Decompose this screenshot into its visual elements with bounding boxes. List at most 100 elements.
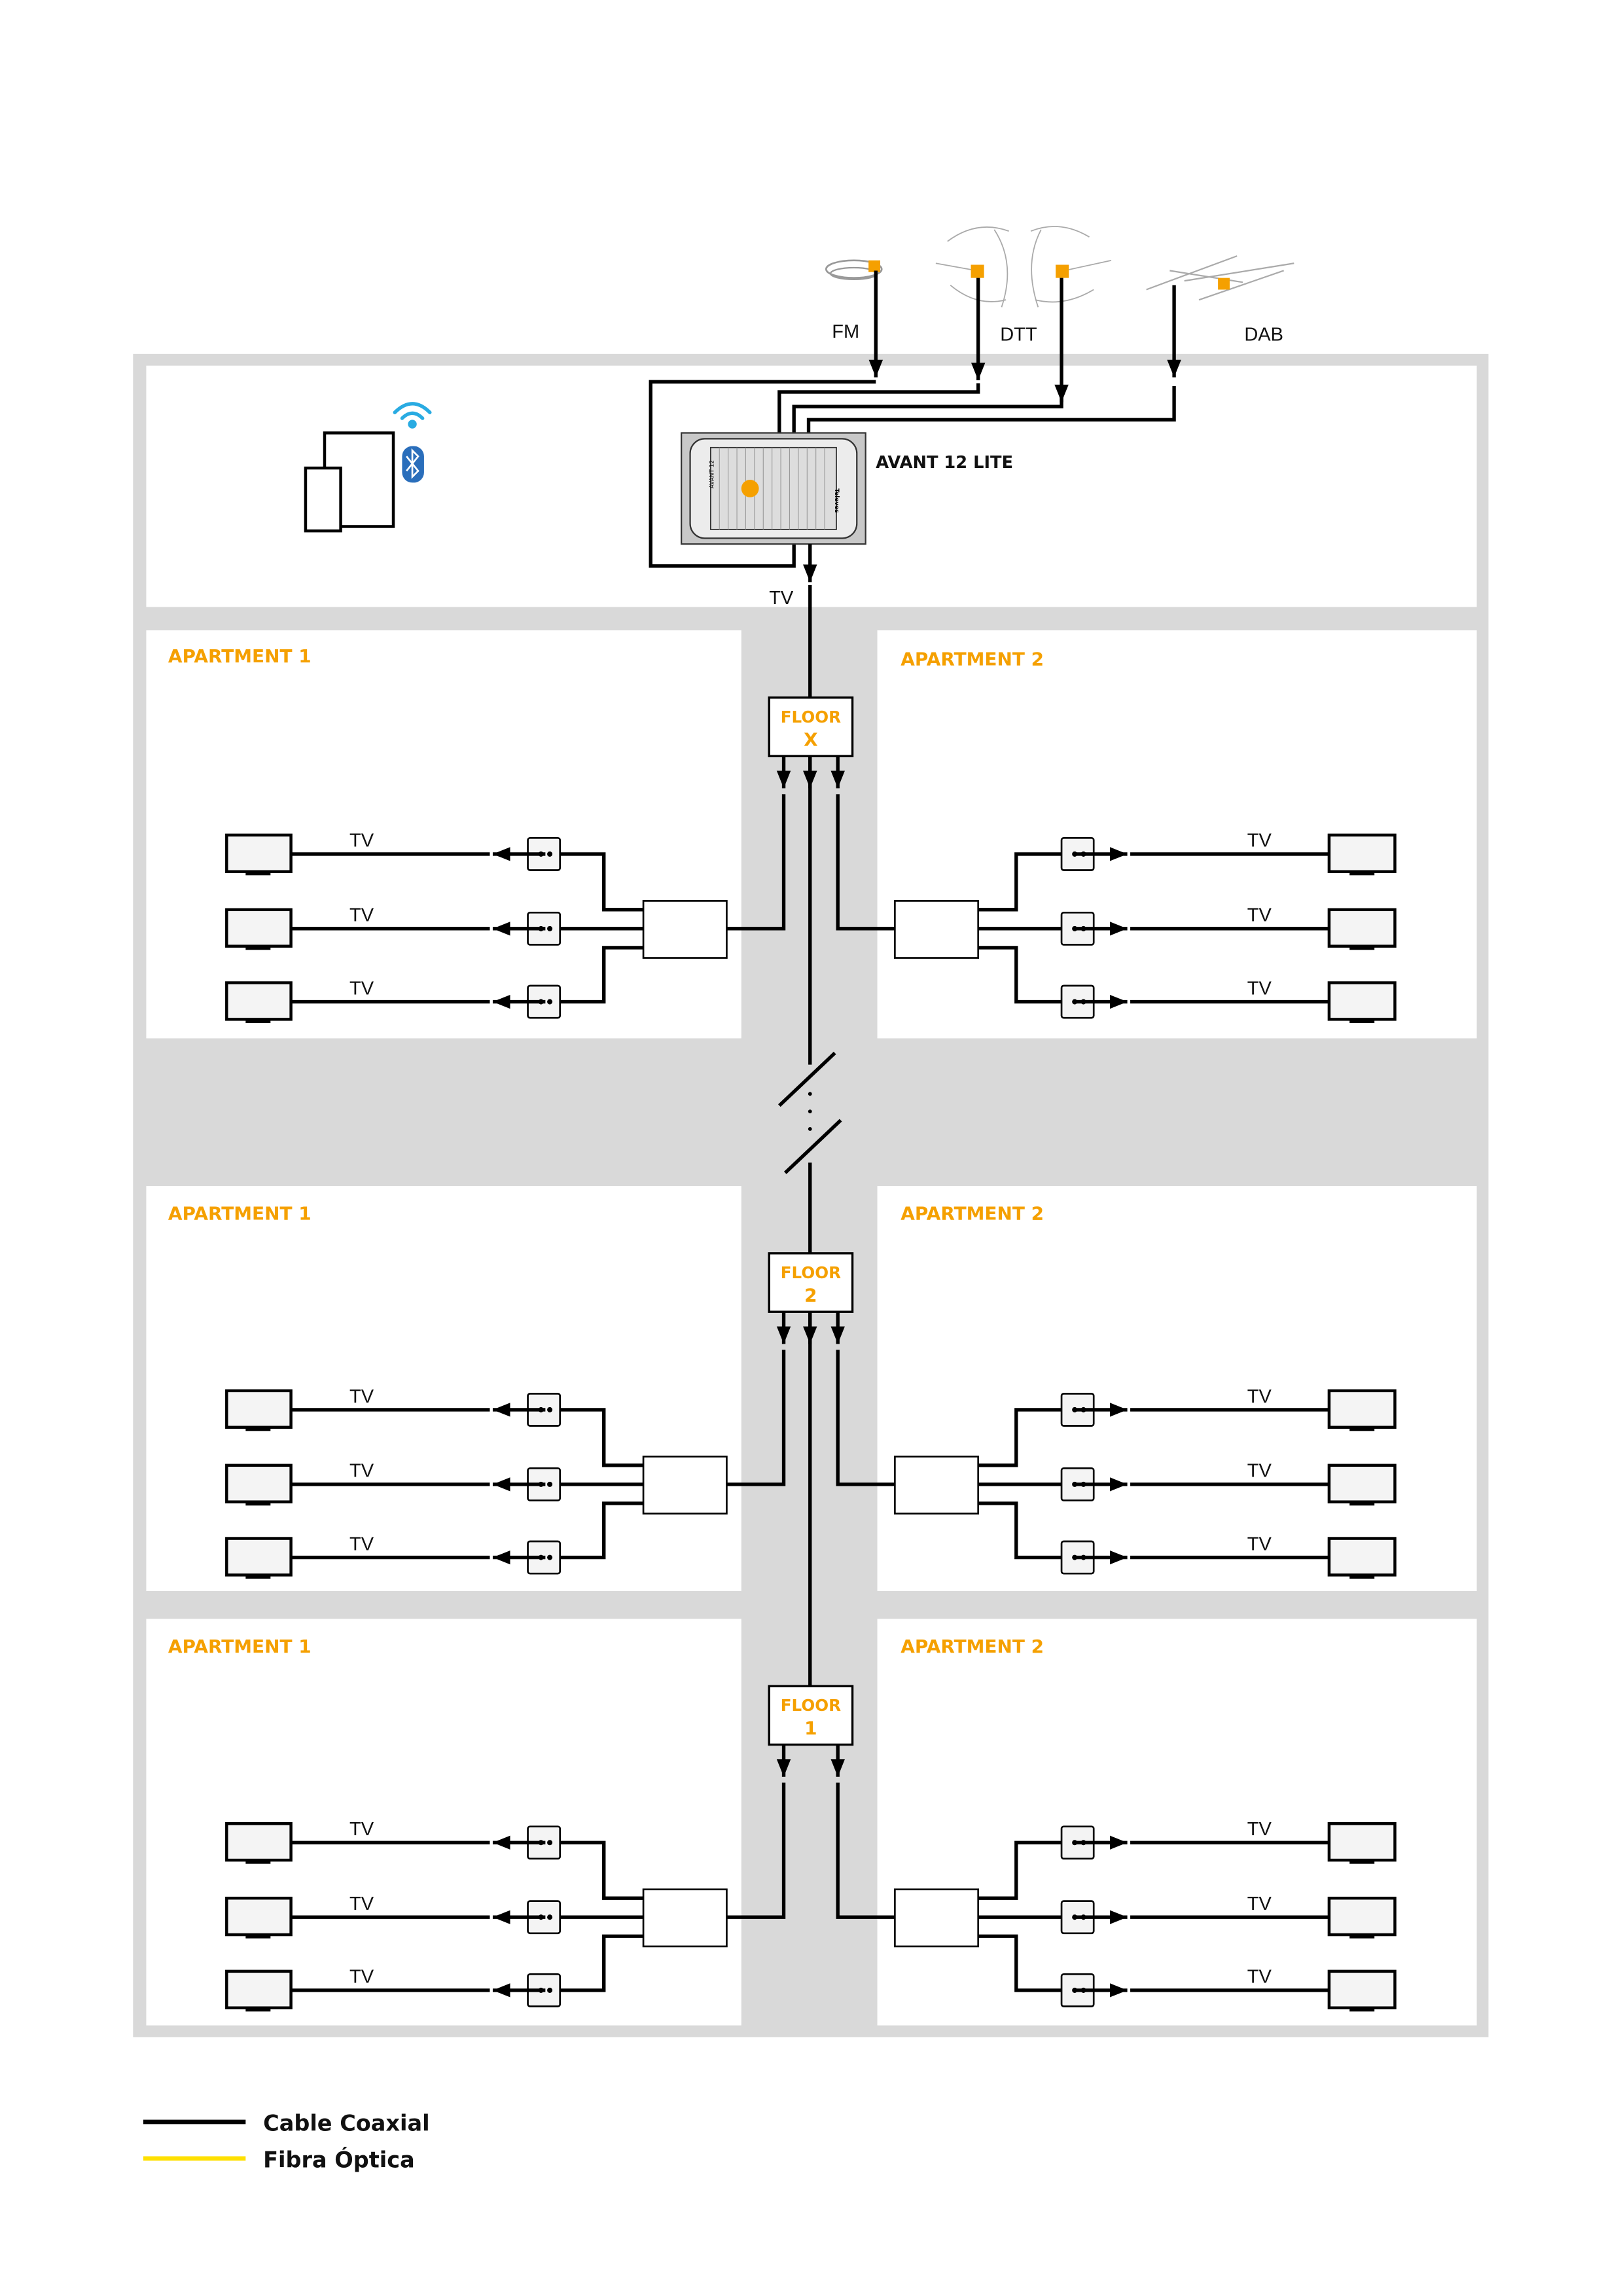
floor-box-label: FLOOR <box>781 708 841 726</box>
apartment-2-label: APARTMENT 2 <box>901 649 1044 670</box>
amplifier-side-label: AVANT 12 <box>709 460 715 488</box>
cable-break-mark <box>783 1119 842 1174</box>
continuation-dot <box>808 1092 812 1096</box>
outlet-cable <box>978 1408 1062 1467</box>
apartment-feed-cable <box>726 1782 786 1919</box>
fm-label: FM <box>832 321 859 342</box>
tv-icon <box>225 1896 293 1937</box>
distributor-box <box>894 900 980 959</box>
outlet-pin <box>547 1914 553 1920</box>
tv-icon <box>225 981 293 1021</box>
outlet-pin <box>1072 1987 1078 1993</box>
tv-stand <box>1349 1860 1375 1864</box>
phone-icon <box>304 466 342 533</box>
outlet-pin <box>547 1554 553 1560</box>
dab-antenna-icon <box>1146 255 1294 301</box>
tv-stand <box>1349 946 1375 950</box>
cable-break-mark <box>778 1051 836 1107</box>
tv-stand <box>245 2007 271 2012</box>
outlet-pin <box>547 1840 553 1846</box>
outlet-pin <box>1072 851 1078 857</box>
dtt-label: DTT <box>1000 325 1037 346</box>
apartment-2-label: APARTMENT 2 <box>901 1202 1044 1224</box>
outlet-cable <box>560 1408 644 1467</box>
antenna-cables <box>649 270 1181 568</box>
floor-box-label: FLOOR <box>781 1696 841 1715</box>
tv-label: TV <box>1247 1534 1272 1554</box>
outlet-cable <box>978 1501 1062 1560</box>
outlet-pin <box>1072 1481 1078 1487</box>
tv-label: TV <box>1247 1819 1272 1840</box>
legend-coax-label: Cable Coaxial <box>263 2110 429 2136</box>
led-indicator <box>741 479 759 497</box>
outlet-pin <box>1072 1407 1078 1412</box>
outlet-cable <box>560 1840 644 1900</box>
tv-icon <box>1327 833 1397 873</box>
tv-stand <box>1349 1427 1375 1431</box>
legend: Cable Coaxial Fibra Óptica <box>143 2110 430 2172</box>
tv-stand <box>245 1427 271 1431</box>
apartment-2-label: APARTMENT 2 <box>901 1636 1044 1657</box>
tv-stand <box>1349 1935 1375 1939</box>
apartment-feed-cable <box>726 1350 786 1486</box>
outlet-cable <box>560 1501 644 1560</box>
distributor-box <box>894 1888 980 1948</box>
outlet-pin <box>1072 1554 1078 1560</box>
tv-stand <box>245 946 271 950</box>
tv-label: TV <box>349 978 374 999</box>
tv-icon <box>225 1821 293 1862</box>
tv-icon <box>1327 1389 1397 1429</box>
tv-label: TV <box>349 1534 374 1554</box>
wifi-icon <box>393 402 432 429</box>
tv-icon <box>1327 1896 1397 1937</box>
distributor-box <box>642 900 728 959</box>
tv-label: TV <box>1247 905 1272 926</box>
tv-label: TV <box>1247 978 1272 999</box>
tv-stand <box>1349 1575 1375 1579</box>
outlet-pin <box>547 925 553 931</box>
tv-icon <box>1327 1463 1397 1503</box>
apartment-feed-cable <box>836 794 895 931</box>
floor-box-label: FLOOR <box>781 1263 841 1282</box>
tv-label: TV <box>349 1386 374 1407</box>
apartment-feed-cable <box>836 1782 895 1919</box>
tv-stand <box>245 871 271 876</box>
outlet-pin <box>547 1987 553 1993</box>
outlet-pin <box>547 1481 553 1487</box>
apartment-1-label: APARTMENT 1 <box>168 645 312 667</box>
tv-stand <box>245 1019 271 1023</box>
outlet-pin <box>1072 999 1078 1005</box>
apartment-feed-cable <box>726 794 786 931</box>
tv-stand <box>1349 1019 1375 1023</box>
fm-antenna-icon <box>825 259 883 280</box>
amplifier-output-label: TV <box>769 588 794 609</box>
outlet-pin <box>1072 1914 1078 1920</box>
tv-label: TV <box>349 831 374 852</box>
amplifier-brand: Televes <box>833 488 840 512</box>
tv-icon <box>225 1463 293 1503</box>
outlet-cable <box>978 852 1062 912</box>
tv-icon <box>1327 1537 1397 1577</box>
tv-stand <box>1349 871 1375 876</box>
tv-label: TV <box>1247 1386 1272 1407</box>
tv-stand <box>1349 2007 1375 2012</box>
apartment-1-label: APARTMENT 1 <box>168 1636 312 1657</box>
tv-label: TV <box>349 1819 374 1840</box>
floor-box-number: 1 <box>804 1717 817 1739</box>
tv-stand <box>245 1935 271 1939</box>
bluetooth-icon <box>402 446 424 483</box>
tv-icon <box>1327 1969 1397 2009</box>
apartment-feed-cable <box>836 1350 895 1486</box>
distributor-box <box>894 1456 980 1515</box>
tv-icon <box>225 1537 293 1577</box>
tv-icon <box>1327 1821 1397 1862</box>
continuation-dot <box>808 1127 812 1131</box>
